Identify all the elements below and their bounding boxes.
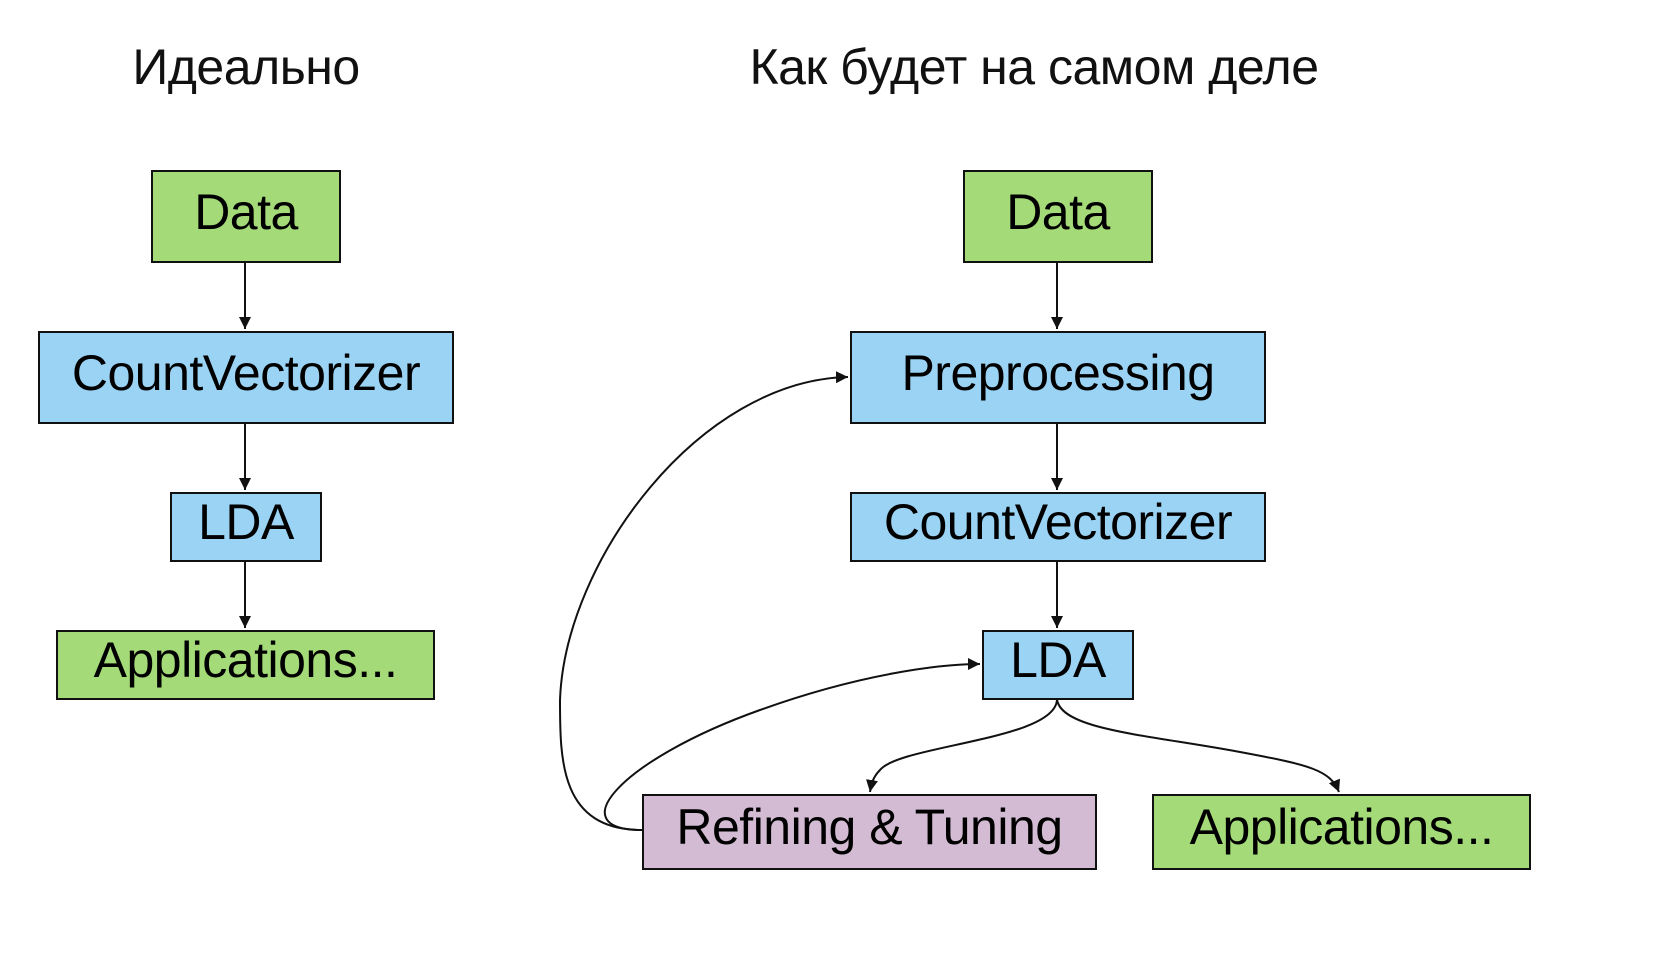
edge-r-lda-to-r-apps xyxy=(1056,698,1341,793)
edge-r-lda-to-r-refine xyxy=(866,698,1058,793)
node-r-countvec: CountVectorizer xyxy=(850,492,1266,562)
node-l-data: Data xyxy=(151,170,341,263)
left-title: Идеально xyxy=(132,39,360,95)
node-label: LDA xyxy=(198,494,294,550)
node-r-lda: LDA xyxy=(982,630,1134,700)
node-label: CountVectorizer xyxy=(71,344,421,401)
node-r-preproc: Preprocessing xyxy=(850,331,1266,424)
node-r-apps: Applications... xyxy=(1152,794,1531,870)
node-r-data: Data xyxy=(963,170,1153,263)
node-label: Data xyxy=(1006,183,1110,240)
node-label: Applications... xyxy=(93,632,398,688)
node-label: Refining & Tuning xyxy=(676,799,1063,855)
right-title: Как будет на самом деле xyxy=(749,39,1319,95)
node-l-apps: Applications... xyxy=(56,630,435,700)
node-l-lda: LDA xyxy=(170,492,322,562)
edge-r-refine-to-r-lda xyxy=(604,658,981,831)
node-label: LDA xyxy=(1010,632,1106,688)
node-label: Preprocessing xyxy=(901,344,1215,401)
node-label: Data xyxy=(194,183,298,240)
node-r-refine: Refining & Tuning xyxy=(642,794,1097,870)
node-l-countvec: CountVectorizer xyxy=(38,331,454,424)
edge-r-refine-to-r-preproc xyxy=(558,371,849,831)
node-label: Applications... xyxy=(1189,799,1494,855)
node-label: CountVectorizer xyxy=(883,494,1233,550)
